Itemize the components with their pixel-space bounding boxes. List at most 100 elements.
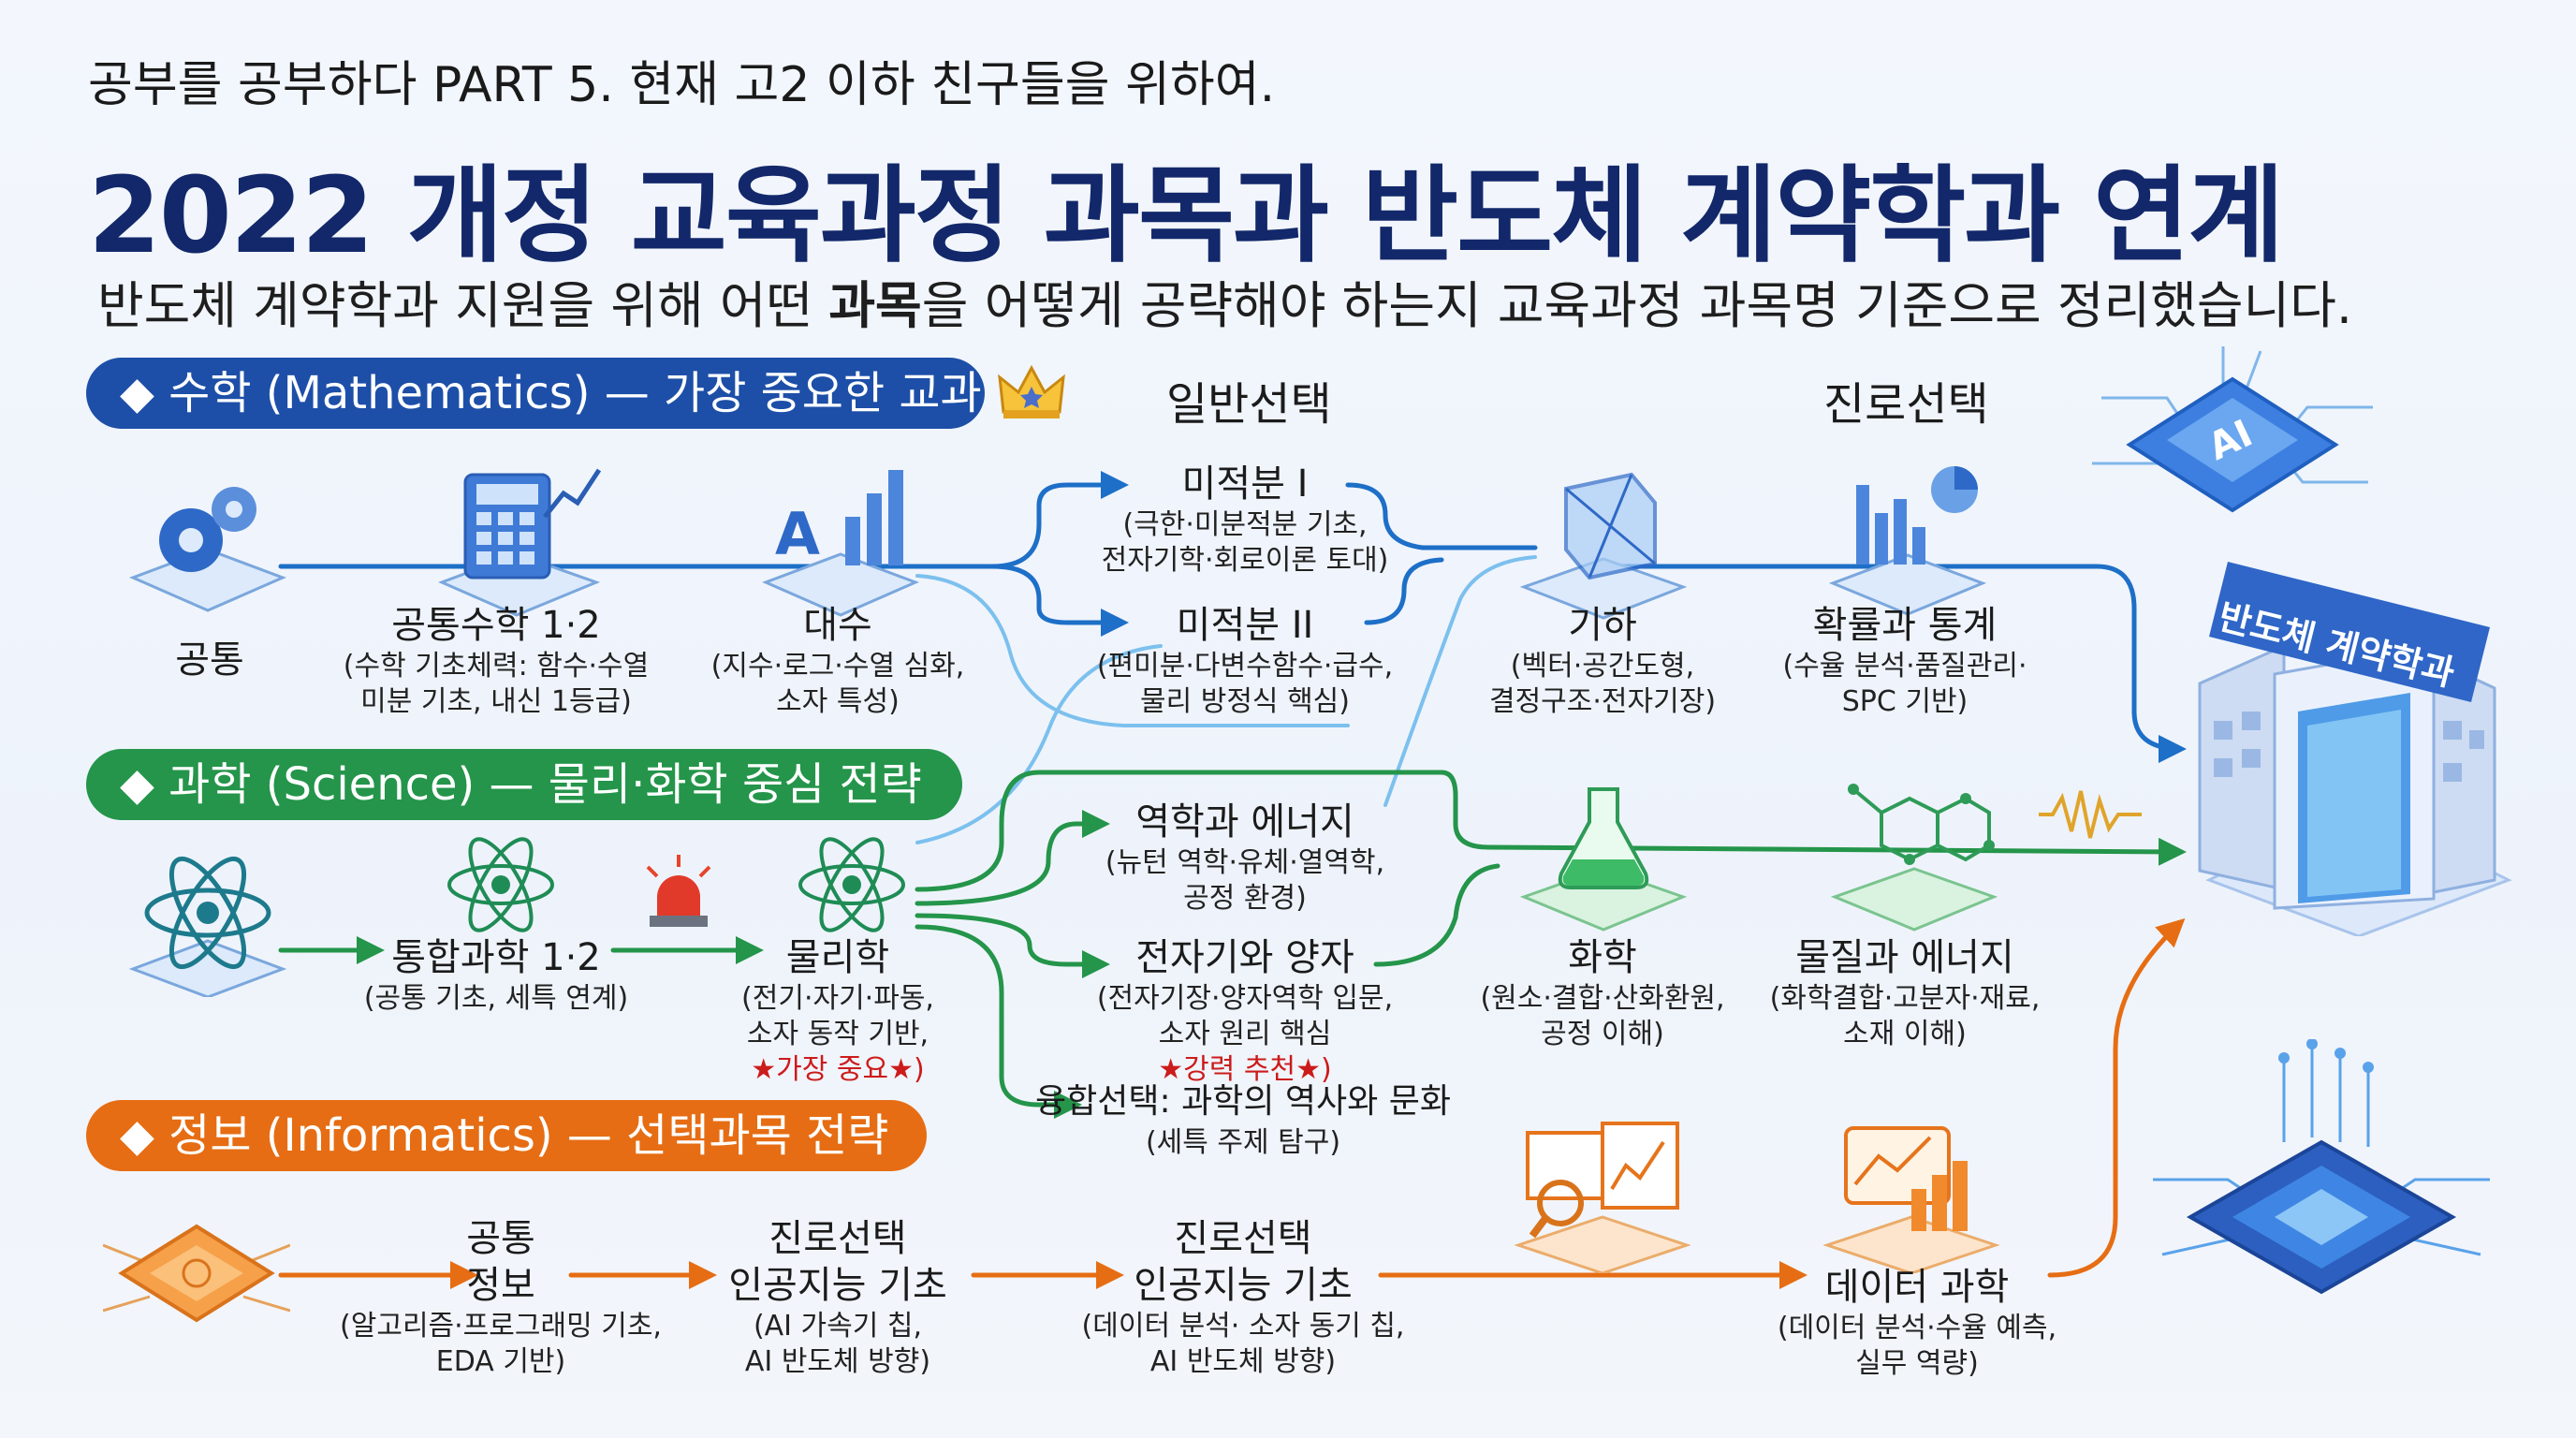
banner-informatics: ◆ 정보 (Informatics) — 선택과목 전략 [86,1100,927,1171]
node-desc: (화학결합·고분자·재료, [1769,982,2041,1015]
node-desc: 미분 기초, 내신 1등급) [360,685,632,718]
page-subtitle: 반도체 계약학과 지원을 위해 어떤 과목을 어떻게 공략해야 하는지 교육과정… [97,264,2352,338]
node-data-science: 데이터 과학 (데이터 분석·수율 예측, 실무 역량) [1778,1264,2056,1382]
fab-building-icon: 반도체 계약학과 [2172,524,2527,936]
node-informatics: 공통 정보 (알고리즘·프로그래밍 기초, EDA 기반) [340,1215,662,1380]
banner-science: ◆ 과학 (Science) — 물리·화학 중심 전략 [86,749,962,820]
node-desc: (공통 기초, 세특 연계) [363,982,629,1015]
node-integrated-science: 통합과학 1·2 (공통 기초, 세특 연계) [364,934,628,1017]
sci-line-4 [915,810,1110,906]
node-desc: 실무 역량) [1855,1347,1979,1380]
atom-icon-3 [798,837,905,932]
math-line-calc1-geo [1345,482,1538,550]
node-desc: (데이터 분석· 소자 동기 칩, [1081,1310,1405,1343]
sci-line-7 [1373,863,1500,967]
node-title: 전자기와 양자 [1135,936,1354,979]
page-title: 2022 개정 교육과정 과목과 반도체 계약학과 연계 [88,155,2284,277]
node-desc: 소자 동작 기반, [746,1018,929,1050]
node-desc: (AI 가속기 칩, [753,1310,923,1343]
node-desc: SPC 기반) [1841,685,1969,718]
atom-icon [128,856,287,997]
node-title: 공통수학 1·2 [391,604,601,647]
node-desc: (극한·미분적분 기초, [1122,508,1368,541]
svg-text:A: A [775,500,820,568]
node-title: 대수 [803,604,872,647]
node-ai-basics-1: 진로선택 인공지능 기초 (AI 가속기 칩, AI 반도체 방향) [728,1215,947,1380]
gears-icon [129,487,286,612]
node-title: 공통 [466,1217,535,1260]
sci-line-6 [915,924,1082,1119]
node-star: ★가장 중요★) [751,1053,925,1086]
node-desc: 소재 이해) [1843,1018,1967,1050]
node-desc: (벡터·공간도형, [1510,650,1695,682]
node-desc: AI 반도체 방향) [1149,1345,1337,1378]
light-line-1 [915,574,1350,727]
sci-line-5 [915,913,1110,978]
node-desc: 소자 원리 핵심 [1158,1018,1332,1050]
node-desc: (원소·결합·산화환원, [1480,982,1725,1015]
flask-icon [1519,787,1688,932]
banner-math: ◆ 수학 (Mathematics) — 가장 중요한 교과 [86,358,985,429]
dashboard-icon [1514,1122,1691,1273]
node-desc: (전자기장·양자역학 입문, [1096,982,1394,1015]
subtitle-bold: 과목 [828,276,922,335]
node-title: 미적분 I [1181,462,1309,506]
alarm-light-icon [646,855,711,927]
math-line-calc2-geo [1364,557,1444,625]
node-desc: (세특 주제 탐구) [1145,1126,1341,1159]
node-desc: (편미분·다변수함수·급수, [1096,650,1394,682]
sci-line-3 [915,770,2187,892]
node-title-2: 정보 [466,1264,535,1307]
node-desc: (뉴턴 역학·유체·열역학, [1105,846,1385,879]
column-career-elective: 진로선택 [1823,378,1989,431]
subtitle-pre: 반도체 계약학과 지원을 위해 어떤 [97,276,829,335]
node-title: 진로선택 [1174,1217,1312,1260]
node-desc: 물리 방정식 핵심) [1140,685,1350,718]
node-desc: 공정 이해) [1541,1018,1664,1050]
bar-pie-chart-icon [1828,466,1987,616]
node-desc: (알고리즘·프로그래밍 기초, [340,1310,662,1343]
node-title: 데이터 과학 [1824,1266,2010,1309]
algebra-chart-icon: A [762,470,919,617]
light-line-2 [915,644,1163,844]
chip-icon [103,1224,290,1323]
node-title: 진로선택 [768,1217,907,1260]
crown-icon [998,364,1065,418]
node-calculus-2: 미적분 II (편미분·다변수함수·급수, 물리 방정식 핵심) [1097,602,1393,720]
node-desc: 공정 환경) [1183,882,1307,915]
header-series: 공부를 공부하다 PART 5. 현재 고2 이하 친구들을 위하여. [88,57,1276,113]
info-line-5 [2047,917,2186,1278]
light-line-3 [1383,555,1537,807]
node-title-2: 인공지능 기초 [728,1264,947,1307]
node-title: 물질과 에너지 [1795,936,2014,979]
math-line-geo-stat [1588,564,2187,763]
circuit-chip-icon [2153,1039,2490,1295]
atom-icon-2 [447,837,554,932]
node-desc: 결정구조·전자기장) [1488,685,1717,718]
node-desc: (수율 분석·품질관리· [1782,650,2027,682]
data-chart-icon [1822,1126,2000,1273]
node-desc: (전기·자기·파동, [741,982,934,1015]
node-desc: (수학 기초체력: 함수·수열 [343,650,650,682]
node-math-common: 공통 [175,637,244,683]
node-title: 역학과 에너지 [1135,800,1354,844]
cube-icon [1519,472,1688,620]
node-desc: AI 반도체 방향) [744,1345,931,1378]
subtitle-post: 을 어떻게 공략해야 하는지 교육과정 과목명 기준으로 정리했습니다. [921,276,2353,335]
node-matter-energy: 물질과 에너지 (화학결합·고분자·재료, 소재 이해) [1770,934,2041,1052]
calculator-chart-icon [438,468,602,617]
math-line-calc2 [989,564,1129,637]
node-title: 확률과 통계 [1812,604,1998,647]
node-title: 화학 [1568,936,1637,979]
node-title: 통합과학 1·2 [391,936,601,979]
node-star: ★강력 추천★) [1158,1053,1332,1086]
node-geometry: 기하 (벡터·공간도형, 결정구조·전자기장) [1489,602,1716,720]
node-desc: EDA 기반) [435,1345,566,1378]
molecule-icon [1830,784,1998,932]
column-general-elective: 일반선택 [1166,378,1332,431]
node-electromagnetism-quantum: 전자기와 양자 (전자기장·양자역학 입문, 소자 원리 핵심 ★강력 추천★) [1097,934,1393,1088]
node-title: 물리학 [785,936,890,979]
node-desc: 소자 특성) [776,685,900,718]
node-physics: 물리학 (전기·자기·파동, 소자 동작 기반, ★가장 중요★) [741,934,934,1088]
